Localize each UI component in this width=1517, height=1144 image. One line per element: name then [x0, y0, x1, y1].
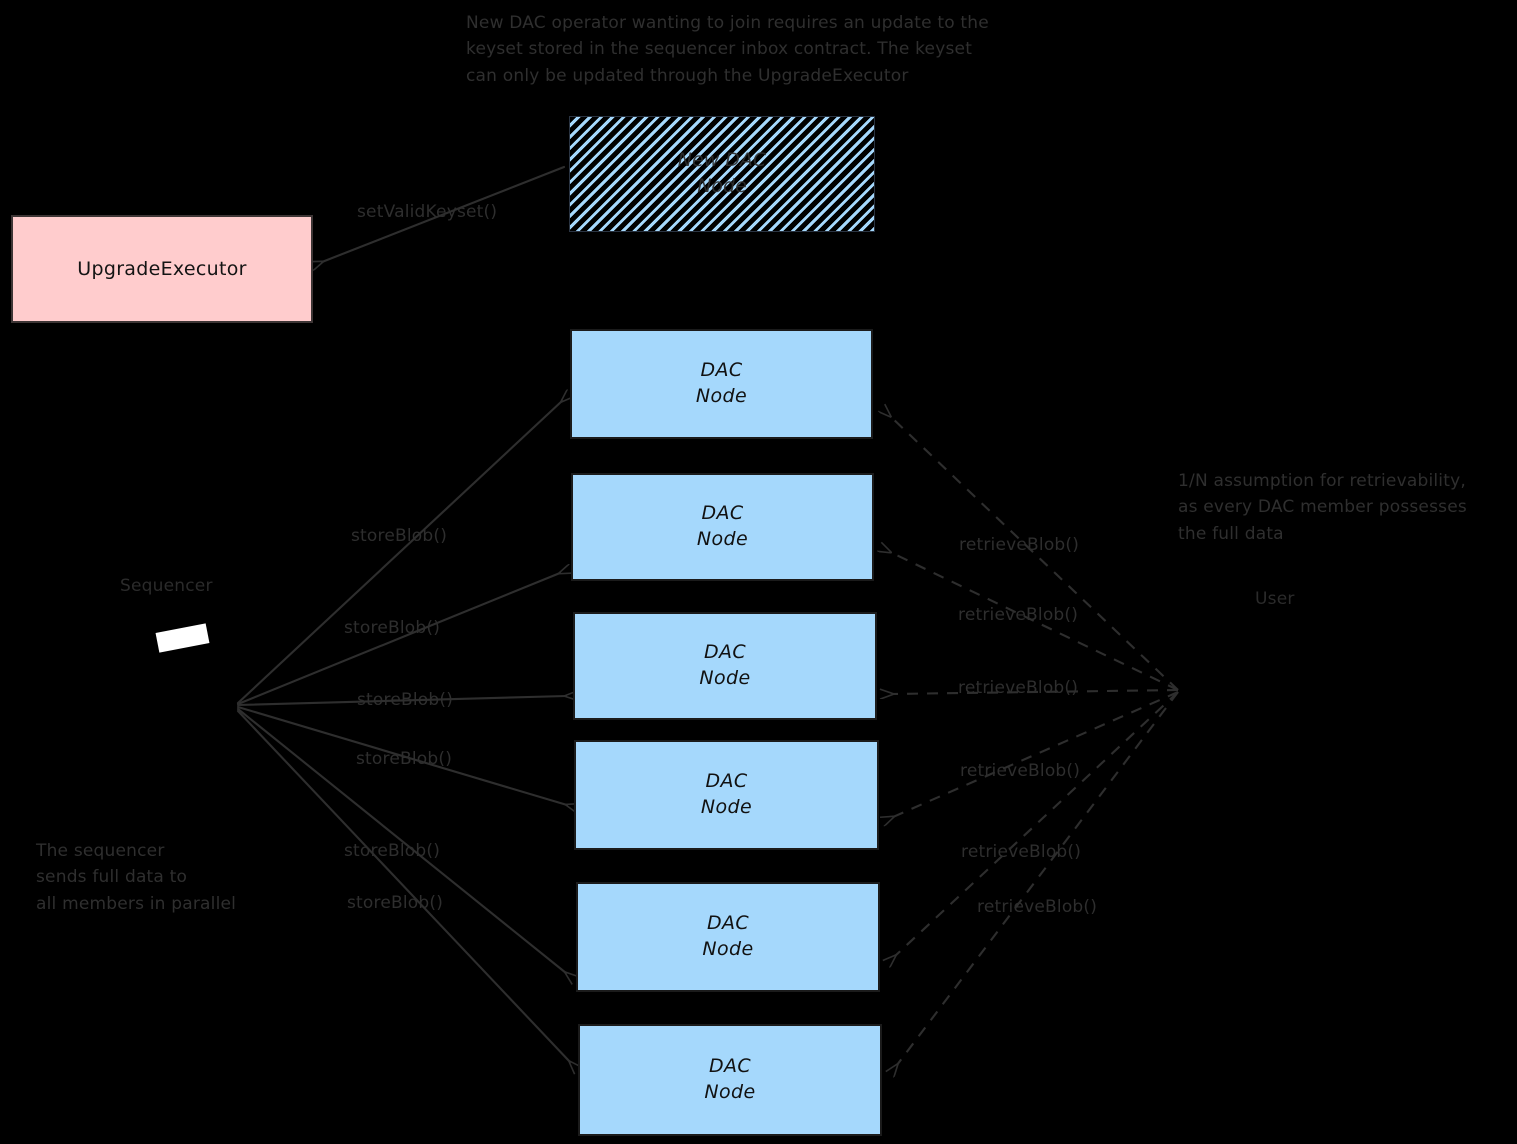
dac-node-label-line1: DAC — [700, 359, 743, 382]
dac-node-box-2[interactable]: DAC Node — [571, 473, 874, 581]
dac-node-box-1[interactable]: DAC Node — [570, 329, 873, 439]
edge-label-store-blob-3: storeBlob() — [357, 690, 454, 710]
dac-node-box-6[interactable]: DAC Node — [578, 1024, 882, 1136]
arrow-retrieve-blob-1 — [890, 416, 1179, 691]
dac-node-box-3[interactable]: DAC Node — [573, 612, 877, 720]
edge-label-retrieve-blob-4: retrieveBlob() — [960, 761, 1081, 781]
dac-node-label-line2: Node — [700, 796, 753, 818]
arrow-retrieve-blob-6 — [897, 691, 1179, 1065]
upgrade-executor-box[interactable]: UpgradeExecutor — [11, 215, 313, 323]
dac-node-label-line1: DAC — [706, 912, 750, 935]
user-label: User — [1255, 589, 1295, 609]
note-left: The sequencer sends full data to all mem… — [36, 841, 237, 914]
dac-node-label-line2: Node — [696, 528, 749, 550]
edge-label-store-blob-4: storeBlob() — [356, 749, 453, 769]
arrow-store-blob-3 — [236, 696, 566, 707]
dac-node-label-line1: DAC — [703, 641, 747, 664]
arrow-store-blob-6 — [236, 709, 570, 1062]
upgrade-executor-label: UpgradeExecutor — [77, 258, 247, 280]
new-dac-node-label-line2: Node — [697, 175, 747, 197]
edge-label-retrieve-blob-2: retrieveBlob() — [958, 605, 1079, 625]
note-top: New DAC operator wanting to join require… — [466, 13, 989, 86]
edge-label-retrieve-blob-6: retrieveBlob() — [977, 897, 1098, 917]
dac-node-label-line1: DAC — [708, 1055, 752, 1078]
edge-label-retrieve-blob-5: retrieveBlob() — [961, 842, 1082, 862]
dac-node-label-line1: DAC — [701, 502, 744, 525]
arrow-retrieve-blob-5 — [895, 691, 1179, 956]
arrow-store-blob-5 — [236, 707, 566, 973]
arrow-set-valid-keyset — [322, 165, 566, 262]
note-right: 1/N assumption for retrievability, as ev… — [1178, 471, 1467, 544]
arrow-retrieve-blob-2 — [890, 552, 1179, 691]
arrow-store-blob-1 — [236, 401, 562, 705]
dac-node-box-5[interactable]: DAC Node — [576, 882, 880, 992]
dac-node-box-4[interactable]: DAC Node — [574, 740, 879, 850]
edge-label-retrieve-blob-3: retrieveBlob() — [958, 678, 1079, 698]
new-dac-node-box[interactable]: New DAC Node — [569, 116, 875, 232]
arrow-retrieve-blob-3 — [892, 690, 1179, 694]
edge-label-retrieve-blob-1: retrieveBlob() — [959, 535, 1080, 555]
new-dac-node-label-line1: New DAC — [677, 149, 767, 172]
dac-node-label-line2: Node — [699, 667, 751, 689]
arrow-store-blob-4 — [236, 705, 567, 805]
edge-label-store-blob-5: storeBlob() — [344, 841, 441, 861]
edge-label-store-blob-2: storeBlob() — [344, 618, 441, 638]
dac-node-label-line2: Node — [702, 938, 754, 960]
dac-node-label-line2: Node — [704, 1081, 756, 1103]
edge-label-store-blob-6: storeBlob() — [347, 893, 444, 913]
arrow-retrieve-blob-4 — [893, 691, 1179, 817]
edge-label-store-blob-1: storeBlob() — [351, 526, 448, 546]
dac-node-label-line2: Node — [695, 385, 748, 407]
arrow-store-blob-2 — [236, 573, 560, 706]
sequencer-label: Sequencer — [120, 576, 213, 596]
edge-label-set-valid-keyset: setValidKeyset() — [357, 202, 498, 222]
dac-node-label-line1: DAC — [705, 770, 748, 793]
